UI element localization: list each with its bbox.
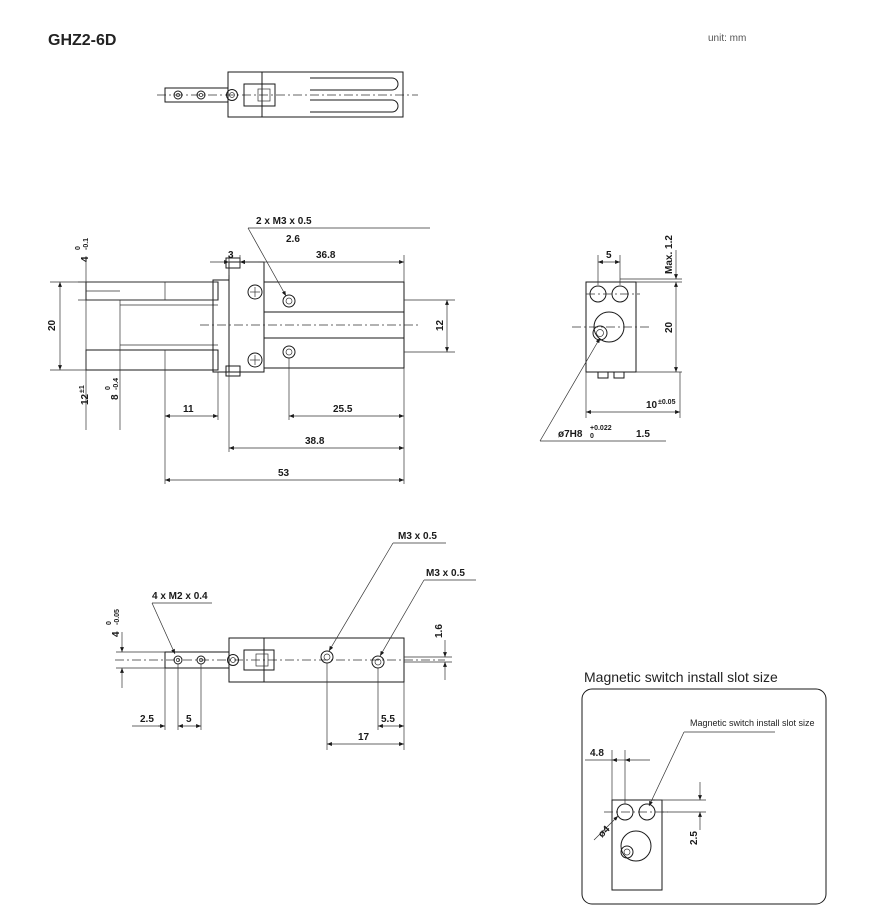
top-view [157, 71, 418, 118]
dim-5-bottom: 5 [186, 714, 192, 725]
dim-11: 11 [183, 404, 194, 415]
dim-8-front-lower: -0.4 [113, 378, 120, 390]
callout-2xm3: 2 x M3 x 0.5 [256, 216, 312, 227]
dim-12-right: 12 [435, 319, 446, 331]
dim-1-6: 1.6 [434, 624, 445, 638]
dim-20-front: 20 [47, 319, 58, 331]
dim-1-5: 1.5 [636, 429, 650, 440]
slot-panel: Magnetic switch install slot size Magnet… [581, 669, 827, 905]
front-view: 2 x M3 x 0.5 2.6 3 36.8 20 4 0 -0.1 12 ±… [47, 216, 455, 484]
slot-panel-title: Magnetic switch install slot size [584, 669, 778, 685]
bottom-view: 4 x M2 x 0.4 M3 x 0.5 M3 x 0.5 4 0 -0.05… [106, 531, 476, 750]
dim-bore-lower: 0 [590, 433, 594, 440]
dim-10-side-tol: ±0.05 [658, 399, 676, 406]
dim-36-8: 36.8 [316, 250, 336, 261]
dim-bore: ø7H8 [558, 429, 583, 440]
side-view: 5 Max. 1.2 20 10 ±0.05 ø7H8 +0.022 0 1.5 [539, 235, 682, 442]
dim-bore-upper: +0.022 [590, 425, 612, 432]
dim-17: 17 [358, 732, 370, 743]
dim-dia4: ø4 [596, 824, 612, 840]
dim-2-5-slot: 2.5 [689, 831, 700, 845]
model-title: GHZ2-6D [48, 32, 116, 49]
dim-5-side: 5 [606, 250, 612, 261]
dim-20-side: 20 [664, 321, 675, 333]
dim-2-5-bottom: 2.5 [140, 714, 154, 725]
dim-10-side: 10 [646, 400, 658, 411]
dim-4-front-upper: 0 [75, 246, 82, 250]
dim-12-front-tol: ±1 [79, 385, 86, 393]
dim-12-front: 12 [80, 393, 91, 405]
dim-max-1-2: Max. 1.2 [664, 235, 675, 274]
callout-m3-a: M3 x 0.5 [398, 531, 437, 542]
dim-4-front: 4 [80, 256, 91, 262]
dim-8-front: 8 [110, 394, 121, 400]
dim-3: 3 [228, 250, 234, 261]
dim-4-8: 4.8 [590, 748, 604, 759]
dim-4-bottom-lower: -0.05 [114, 609, 121, 625]
dim-4-front-lower: -0.1 [83, 238, 90, 250]
dim-2-6: 2.6 [286, 234, 300, 245]
dim-5-5: 5.5 [381, 714, 395, 725]
dim-25-5: 25.5 [333, 404, 353, 415]
dim-4-bottom-upper: 0 [106, 621, 113, 625]
callout-4xm2: 4 x M2 x 0.4 [152, 591, 208, 602]
dim-38-8: 38.8 [305, 436, 325, 447]
callout-m3-b: M3 x 0.5 [426, 568, 465, 579]
slot-callout: Magnetic switch install slot size [690, 718, 815, 728]
unit-label: unit: mm [708, 33, 746, 44]
dim-8-front-upper: 0 [105, 386, 112, 390]
dim-53: 53 [278, 468, 290, 479]
dim-4-bottom: 4 [111, 631, 122, 637]
